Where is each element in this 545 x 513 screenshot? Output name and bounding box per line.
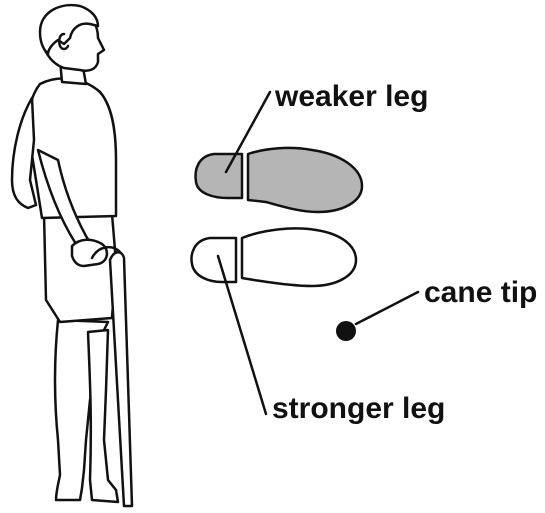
- stronger-foot-sole: [242, 228, 356, 286]
- weaker-foot-sole: [248, 148, 362, 212]
- weaker-leg-label: weaker leg: [275, 82, 428, 112]
- man-back-leg: [88, 330, 118, 502]
- man-torso: [28, 78, 116, 218]
- weaker-foot-print: [196, 148, 362, 212]
- man-back-arm: [12, 98, 36, 208]
- cane-tip-marker: [336, 321, 356, 341]
- man-figure: [12, 5, 118, 502]
- man-hand: [72, 240, 107, 266]
- stronger-leg-label: stronger leg: [272, 394, 445, 424]
- cane-tip-leader: [356, 292, 418, 324]
- stronger-foot-print: [192, 228, 356, 286]
- weaker-foot-heel: [196, 154, 242, 198]
- cane-shaft: [110, 252, 132, 506]
- cane-tip-label: cane tip: [424, 278, 537, 308]
- stronger-foot-heel: [192, 238, 236, 282]
